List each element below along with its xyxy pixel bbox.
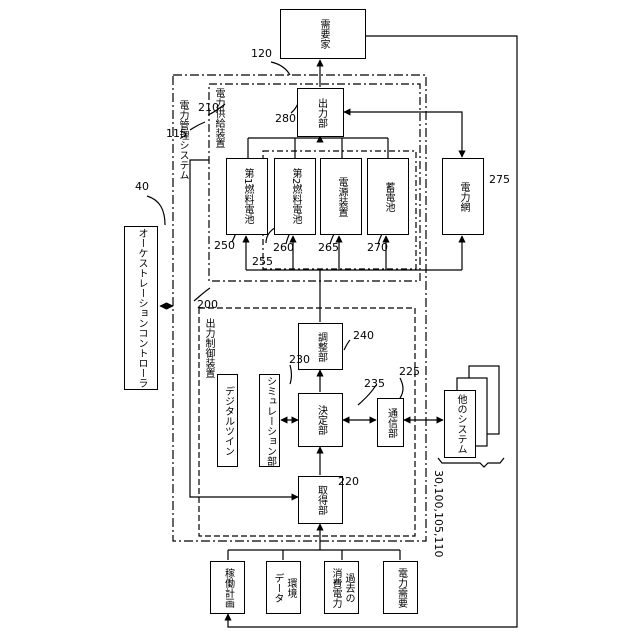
ref-40: 40 — [135, 181, 149, 193]
acquisition-unit-label: 取得部 — [315, 485, 327, 515]
digital-twin-label: デジタルツイン — [222, 386, 234, 456]
ref-240: 240 — [353, 330, 374, 342]
consumer-label: 需要家 — [317, 19, 329, 49]
ref-230: 230 — [289, 354, 310, 366]
storage-battery-label: 蓄電池 — [382, 182, 394, 212]
fuel-cell-1-box: 第1燃料電池 — [226, 158, 268, 235]
orchestration-controller-box: オーケストレーションコントローラ — [124, 226, 158, 390]
power-source-label: 電源装置 — [335, 177, 347, 217]
output-control-device-label: 出力制御装置 — [202, 318, 214, 378]
power-source-box: 電源装置 — [320, 158, 362, 235]
power-supply-device-label: 電力供給装置 — [212, 88, 224, 148]
ref-30-100-105-110: 30,100,105,110 — [432, 470, 444, 557]
ref-235: 235 — [364, 378, 385, 390]
simulation-unit-label: シミュレーション部 — [264, 376, 276, 466]
communication-unit-label: 通信部 — [385, 408, 397, 438]
other-system-label: 他のシステム — [454, 394, 466, 454]
ref-275: 275 — [489, 174, 510, 186]
ref-115: 115 — [166, 128, 187, 140]
digital-twin-box: デジタルツイン — [217, 374, 238, 467]
ref-265: 265 — [318, 242, 339, 254]
power-demand-label: 電力需要 — [395, 568, 407, 608]
power-demand-box: 電力需要 — [383, 561, 418, 614]
fuel-cell-2-label: 第2燃料電池 — [289, 168, 301, 224]
fuel-cell-2-box: 第2燃料電池 — [274, 158, 316, 235]
decision-unit-label: 決定部 — [315, 405, 327, 435]
environment-data-label-1: 環境 — [284, 573, 296, 603]
past-power-consumption-label-2: 消費電力 — [329, 568, 341, 608]
ref-250: 250 — [214, 240, 235, 252]
decision-unit-box: 決定部 — [298, 393, 343, 447]
past-power-consumption-box: 過去の 消費電力 — [324, 561, 359, 614]
ref-120: 120 — [251, 48, 272, 60]
ref-255: 255 — [252, 256, 273, 268]
ref-200: 200 — [197, 299, 218, 311]
ref-210: 210 — [198, 102, 219, 114]
past-power-consumption-label-1: 過去の — [342, 568, 354, 608]
fuel-cell-1-label: 第1燃料電池 — [241, 168, 253, 224]
output-unit-label: 出力部 — [315, 98, 327, 128]
output-unit-box: 出力部 — [297, 88, 344, 137]
storage-battery-box: 蓄電池 — [367, 158, 409, 235]
ref-220: 220 — [338, 476, 359, 488]
ref-280: 280 — [275, 113, 296, 125]
environment-data-box: 環境 データ — [266, 561, 301, 614]
other-system-box: 他のシステム — [444, 390, 476, 458]
power-grid-box: 電力網 — [442, 158, 484, 235]
ref-270: 270 — [367, 242, 388, 254]
power-grid-label: 電力網 — [457, 182, 469, 212]
adjustment-unit-label: 調整部 — [315, 332, 327, 362]
operation-plan-box: 稼働計画 — [210, 561, 245, 614]
orchestration-controller-label: オーケストレーションコントローラ — [135, 228, 147, 388]
operation-plan-label: 稼働計画 — [222, 568, 234, 608]
ref-225: 225 — [399, 366, 420, 378]
consumer-box: 需要家 — [280, 9, 366, 59]
simulation-unit-box: シミュレーション部 — [259, 374, 280, 467]
acquisition-unit-box: 取得部 — [298, 476, 343, 524]
communication-unit-box: 通信部 — [377, 398, 404, 447]
ref-260: 260 — [273, 242, 294, 254]
power-management-system-label: 電力管理システム — [176, 100, 188, 180]
environment-data-label-2: データ — [271, 573, 283, 603]
